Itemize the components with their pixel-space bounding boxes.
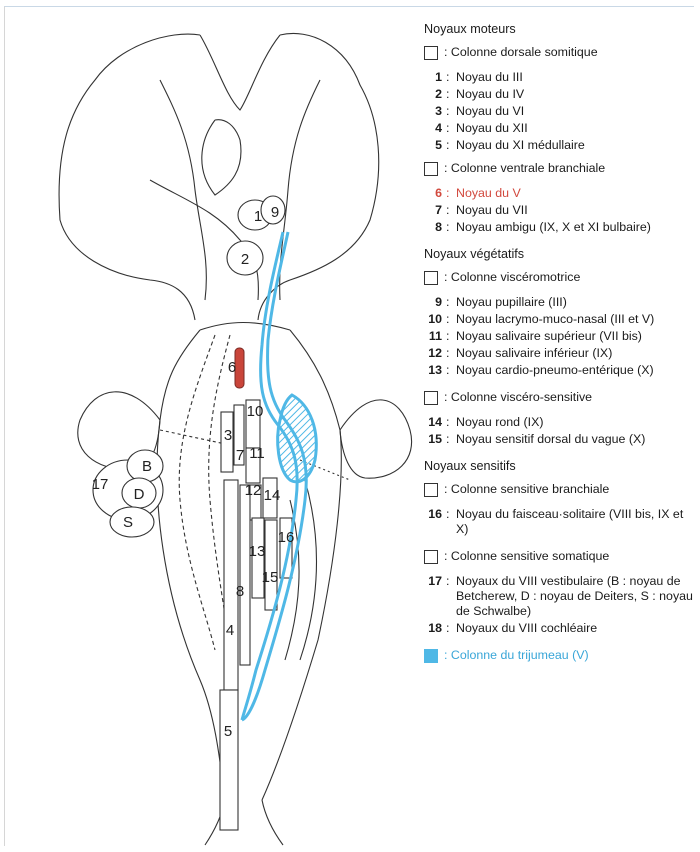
label-3: 3 xyxy=(224,427,232,444)
section-title-sensitifs: Noyaux sensitifs xyxy=(424,459,696,474)
label-7: 7 xyxy=(236,447,244,464)
label-15: 15 xyxy=(262,569,279,586)
label-13: 13 xyxy=(249,543,266,560)
legend-box xyxy=(424,271,438,285)
label-11: 11 xyxy=(249,445,265,462)
label-10: 10 xyxy=(247,403,264,420)
legend-item-6: 6:Noyau du V xyxy=(424,186,696,201)
legend-box xyxy=(424,483,438,497)
legend-item-18: 18:Noyaux du VIII cochléaire xyxy=(424,621,696,636)
label-S: S xyxy=(123,514,133,531)
legend-item-17: 17:Noyaux du VIII vestibulaire (B : noya… xyxy=(424,574,696,619)
legend-item-16: 16:Noyau du faisceau·solitaire (VIII bis… xyxy=(424,507,696,537)
legend-box xyxy=(424,550,438,564)
legend-item-9: 9:Noyau pupillaire (III) xyxy=(424,295,696,310)
legend-item-1: 1:Noyau du III xyxy=(424,70,696,85)
label-17: 17 xyxy=(92,476,109,493)
legend-box xyxy=(424,162,438,176)
section-title-vegetatifs: Noyaux végétatifs xyxy=(424,247,696,262)
label-14: 14 xyxy=(264,487,281,504)
label-16: 16 xyxy=(278,529,295,546)
legend-item-10: 10:Noyau lacrymo-muco-nasal (III et V) xyxy=(424,312,696,327)
legend-box xyxy=(424,46,438,60)
label-2: 2 xyxy=(241,251,249,268)
legend-item-2: 2:Noyau du IV xyxy=(424,87,696,102)
label-5: 5 xyxy=(224,723,232,740)
legend-colonne-visceromotrice: : Colonne viscéromotrice xyxy=(424,270,696,285)
legend-colonne-trijumeau: : Colonne du trijumeau (V) xyxy=(424,648,696,663)
legend-colonne-sensitive-branchiale: : Colonne sensitive branchiale xyxy=(424,482,696,497)
legend-item-12: 12:Noyau salivaire inférieur (IX) xyxy=(424,346,696,361)
legend-item-3: 3:Noyau du VI xyxy=(424,104,696,119)
legend: Noyaux moteurs : Colonne dorsale somitiq… xyxy=(424,22,696,673)
legend-colonne-ventrale: : Colonne ventrale branchiale xyxy=(424,161,696,176)
legend-item-11: 11:Noyau salivaire supérieur (VII bis) xyxy=(424,329,696,344)
legend-item-14: 14:Noyau rond (IX) xyxy=(424,415,696,430)
label-4: 4 xyxy=(226,622,234,639)
legend-item-5: 5:Noyau du XI médullaire xyxy=(424,138,696,153)
legend-item-15: 15:Noyau sensitif dorsal du vague (X) xyxy=(424,432,696,447)
label-1: 1 xyxy=(254,208,262,225)
label-12: 12 xyxy=(245,482,262,499)
legend-colonne-dorsale: : Colonne dorsale somitique xyxy=(424,45,696,60)
section-title-moteurs: Noyaux moteurs xyxy=(424,22,696,37)
legend-colonne-viscero-sensitive: : Colonne viscéro-sensitive xyxy=(424,390,696,405)
legend-colonne-sensitive-somatique: : Colonne sensitive somatique xyxy=(424,549,696,564)
legend-item-8: 8:Noyau ambigu (IX, X et XI bulbaire) xyxy=(424,220,696,235)
legend-box xyxy=(424,391,438,405)
brainstem-diagram: 1 9 2 6 10 3 7 11 12 14 16 13 15 8 4 5 1… xyxy=(0,0,420,852)
label-6: 6 xyxy=(228,359,236,376)
label-B: B xyxy=(142,458,152,475)
label-9: 9 xyxy=(271,204,279,221)
legend-item-13: 13:Noyau cardio-pneumo-entérique (X) xyxy=(424,363,696,378)
motor-nucleus-v xyxy=(235,348,244,388)
legend-item-7: 7:Noyau du VII xyxy=(424,203,696,218)
label-D: D xyxy=(134,486,145,503)
legend-item-4: 4:Noyau du XII xyxy=(424,121,696,136)
label-8: 8 xyxy=(236,583,244,600)
legend-box-blue xyxy=(424,649,438,663)
